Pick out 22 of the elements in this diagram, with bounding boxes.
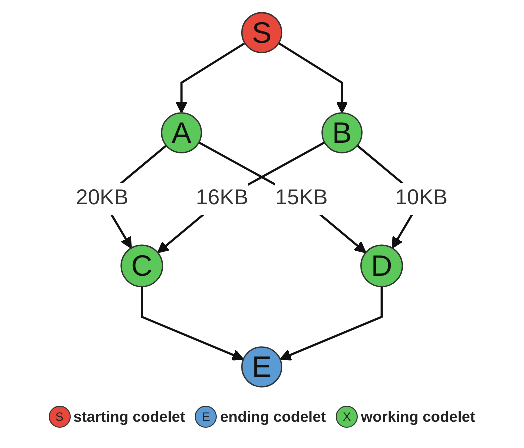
node-circle: C [120, 244, 164, 288]
legend-text: working codelet [361, 408, 476, 426]
arrow [157, 142, 326, 254]
edge-label: 16KB [196, 187, 249, 210]
arrow [141, 286, 244, 361]
legend-swatch: X [336, 406, 358, 428]
edge-label: 15KB [275, 187, 328, 210]
node-circle: A [161, 112, 202, 154]
arrow [280, 286, 383, 361]
node-circle: E [241, 346, 283, 388]
legend-swatch: S [48, 406, 71, 428]
arrow [198, 142, 367, 254]
legend-text: ending codelet [220, 408, 326, 426]
edge-label: 10KB [395, 187, 448, 210]
legend-text: starting codelet [74, 408, 186, 426]
edge-label: 20KB [76, 187, 129, 210]
legend-swatch: E [195, 406, 218, 428]
node-circle: D [360, 244, 404, 288]
node-circle: B [322, 112, 363, 154]
arrow [278, 42, 348, 114]
node-circle: S [241, 12, 283, 54]
arrow [176, 42, 246, 114]
